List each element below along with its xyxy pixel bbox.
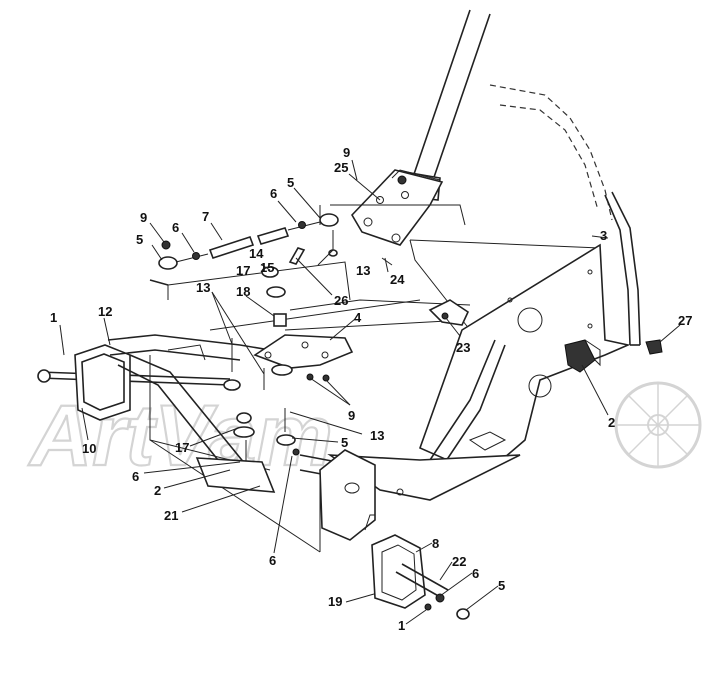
hardware <box>161 175 407 493</box>
callout-13: 13 <box>356 263 370 278</box>
side-panel <box>418 243 631 471</box>
callout-18: 18 <box>236 284 250 299</box>
callout-9: 9 <box>343 145 350 160</box>
callout-2: 2 <box>608 415 615 430</box>
callout-6: 6 <box>172 220 179 235</box>
right-bracket <box>564 339 601 373</box>
callout-19: 19 <box>328 594 342 609</box>
callout-10: 10 <box>82 441 96 456</box>
part-27-spring <box>645 339 663 355</box>
callout-8: 8 <box>432 536 439 551</box>
callout-26: 26 <box>334 293 348 308</box>
callout-labels: 9 25 6 5 9 6 7 5 14 15 17 13 24 3 13 18 … <box>50 145 692 633</box>
callout-14: 14 <box>249 246 264 261</box>
callout-5: 5 <box>136 232 143 247</box>
callout-1: 1 <box>50 310 57 325</box>
callout-9: 9 <box>140 210 147 225</box>
lower-bracket <box>319 449 404 541</box>
callout-13: 13 <box>370 428 384 443</box>
callout-21: 21 <box>164 508 178 523</box>
watermark-wheel-icon <box>614 381 702 469</box>
callout-17: 17 <box>175 440 189 455</box>
upper-bracket <box>351 169 444 246</box>
callout-2: 2 <box>154 483 161 498</box>
part-23-clip <box>428 299 470 326</box>
callout-3: 3 <box>600 228 607 243</box>
callout-5: 5 <box>287 175 294 190</box>
callout-5: 5 <box>341 435 348 450</box>
callout-7: 7 <box>202 209 209 224</box>
tie-rod <box>158 213 339 270</box>
callout-6: 6 <box>132 469 139 484</box>
callout-13: 13 <box>196 280 210 295</box>
callout-17: 17 <box>236 263 250 278</box>
callout-23: 23 <box>456 340 470 355</box>
callout-22: 22 <box>452 554 466 569</box>
callout-5: 5 <box>498 578 505 593</box>
callout-25: 25 <box>334 160 348 175</box>
handlebar-assembly <box>37 334 301 476</box>
callout-4: 4 <box>354 310 362 325</box>
windshield-frame <box>489 84 641 346</box>
callout-6: 6 <box>270 186 277 201</box>
steering-column <box>401 9 491 201</box>
lower-assembly <box>371 534 470 620</box>
callout-27: 27 <box>678 313 692 328</box>
callout-9: 9 <box>348 408 355 423</box>
steering-arm <box>253 334 354 376</box>
callout-6: 6 <box>472 566 479 581</box>
callout-6: 6 <box>269 553 276 568</box>
leader-lines <box>59 159 681 625</box>
callout-1: 1 <box>398 618 405 633</box>
callout-12: 12 <box>98 304 112 319</box>
callout-15: 15 <box>260 260 274 275</box>
callout-24: 24 <box>390 272 405 287</box>
